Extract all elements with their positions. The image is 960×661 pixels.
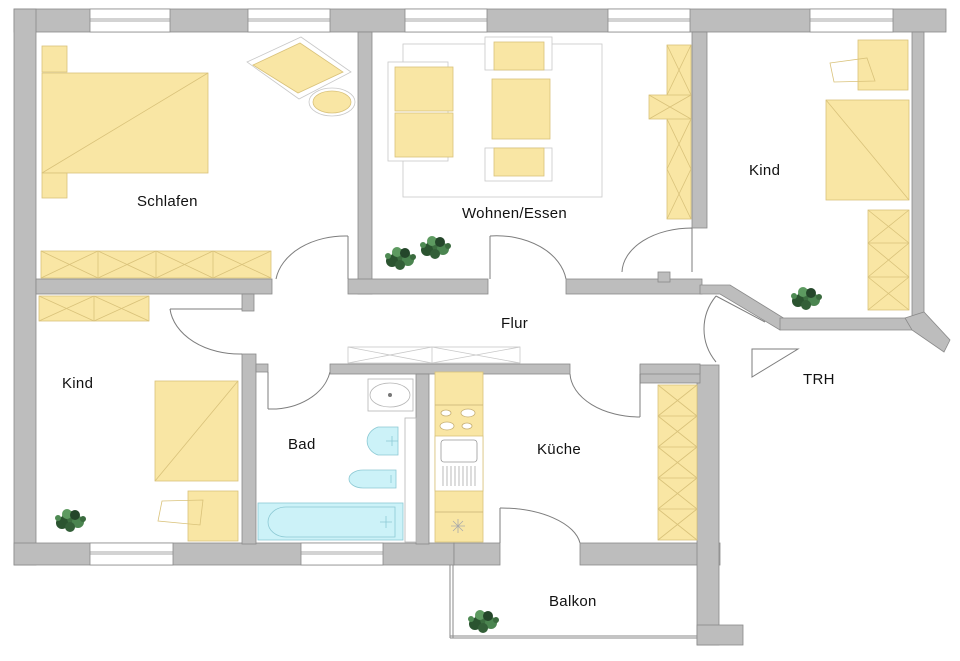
furniture bbox=[38, 36, 910, 543]
plant-icon bbox=[55, 509, 86, 532]
hallway-shelf bbox=[347, 346, 521, 364]
walls bbox=[13, 8, 947, 646]
room-label-kind-right: Kind bbox=[749, 162, 781, 179]
room-label-bad: Bad bbox=[288, 436, 316, 453]
plant-icon bbox=[791, 287, 822, 310]
kitchen-appliances bbox=[435, 404, 483, 533]
room-label-flur: Flur bbox=[501, 315, 529, 332]
door-swings bbox=[169, 227, 766, 544]
room-label-kind-left: Kind bbox=[62, 375, 94, 392]
room-label-wohnen-essen: Wohnen/Essen bbox=[462, 205, 568, 222]
plant-icon bbox=[468, 610, 499, 633]
plant-icon bbox=[420, 236, 451, 259]
balcony-outline bbox=[449, 565, 697, 639]
room-label-balkon: Balkon bbox=[549, 593, 597, 610]
plant-icon bbox=[385, 247, 416, 270]
room-label-schlafen: Schlafen bbox=[137, 193, 198, 210]
stair-arrow-icon bbox=[751, 348, 800, 378]
windows bbox=[89, 8, 894, 566]
sanitary bbox=[257, 378, 417, 543]
room-label-kueche: Küche bbox=[537, 441, 582, 458]
room-label-trh: TRH bbox=[803, 371, 835, 388]
diagonal-walls bbox=[699, 284, 951, 353]
